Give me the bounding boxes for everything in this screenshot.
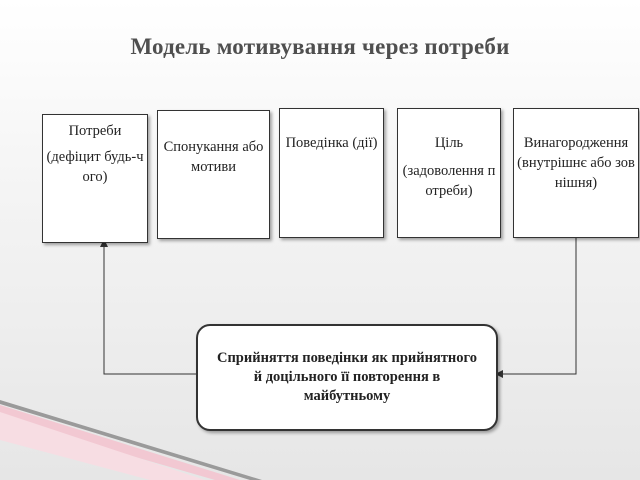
needs-title: Потреби bbox=[68, 123, 122, 139]
gray-stripe bbox=[0, 400, 262, 480]
feedback-to-needs-arrow bbox=[100, 239, 196, 375]
needs-description: (дефіцит будь-чого) bbox=[46, 149, 144, 185]
page-title: Модель мотивування через потреби bbox=[130, 34, 510, 59]
behavior-text: Поведінка (дії) bbox=[285, 135, 378, 151]
reward-box: Винагородження (внутрішнє або зовнішня) bbox=[513, 108, 639, 238]
needs-box: Потреби (дефіцит будь-чого) bbox=[42, 114, 148, 243]
goal-description: (задоволення потреби) bbox=[402, 163, 496, 199]
motives-text: Спонукання або мотиви bbox=[163, 139, 264, 175]
light-pink-stripe bbox=[0, 412, 205, 480]
reward-text: Винагородження (внутрішнє або зовнішня) bbox=[517, 135, 635, 191]
behavior-box: Поведінка (дії) bbox=[279, 108, 384, 238]
goal-box: Ціль (задоволення потреби) bbox=[397, 108, 501, 238]
reward-to-feedback-arrow bbox=[495, 238, 577, 378]
feedback-box: Сприйняття поведінки як прийнятного й до… bbox=[196, 324, 498, 431]
goal-title: Ціль bbox=[434, 135, 464, 151]
feedback-text: Сприйняття поведінки як прийнятного й до… bbox=[216, 350, 478, 404]
pink-stripe bbox=[0, 405, 240, 480]
motives-box: Спонукання або мотиви bbox=[157, 110, 270, 239]
